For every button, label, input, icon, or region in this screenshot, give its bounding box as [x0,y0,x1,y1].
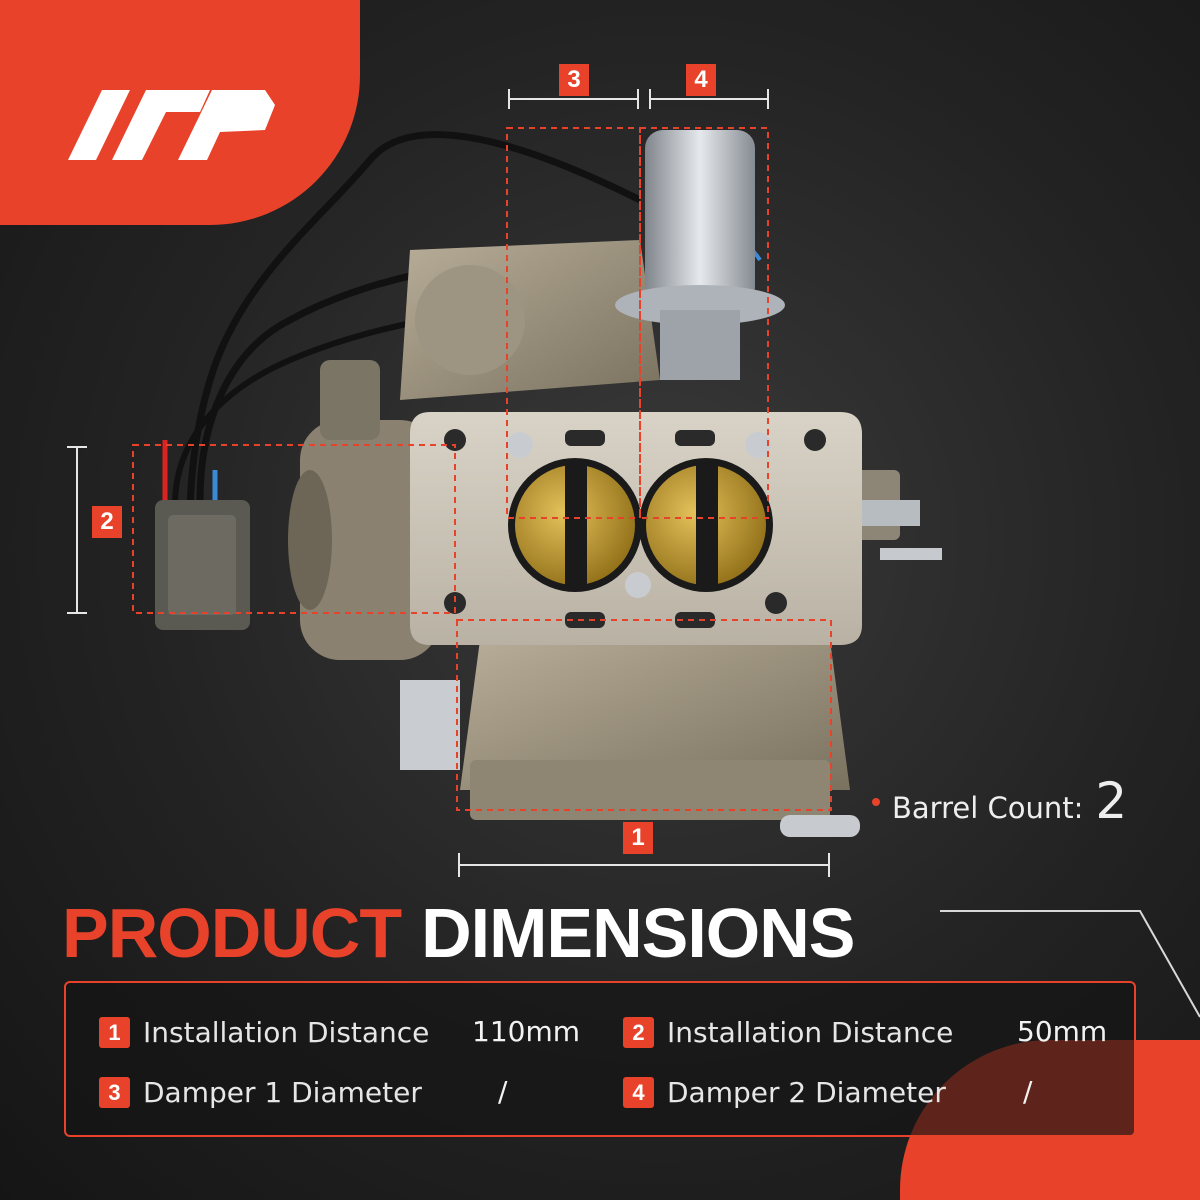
bullet-dot [872,798,880,806]
carburetor-illustration [67,89,942,877]
specs-panel: 1 Installation Distance 110mm 2 Installa… [64,981,1136,1137]
heading-dimensions: DIMENSIONS [421,894,855,972]
spec-label: Installation Distance [667,1015,954,1049]
spec-number-badge: 3 [99,1076,130,1108]
spec-number-badge: 2 [623,1016,654,1048]
spec-label: Damper 2 Diameter [667,1075,946,1109]
brand-corner-top-left [0,0,360,225]
dimension-tag-3: 3 [559,64,589,96]
spec-row-4: 4 Damper 2 Diameter [623,1072,946,1112]
spec-number-badge: 1 [99,1016,130,1048]
spec-value-3: / [498,1075,508,1108]
spec-value-1: 110mm [472,1015,580,1048]
brand-logo [68,90,275,160]
spec-label: Damper 1 Diameter [143,1075,422,1109]
spec-row-3: 3 Damper 1 Diameter [99,1072,422,1112]
barrel-count-value: 2 [1095,772,1128,830]
decorative-line [940,910,1200,1018]
heading-product: PRODUCT [62,894,402,972]
dimension-tag-2: 2 [92,506,122,538]
spec-number-badge: 4 [623,1076,654,1108]
spec-row-2: 2 Installation Distance [623,1012,953,1052]
spec-value-4: / [1023,1075,1033,1108]
dimension-tag-4: 4 [686,64,716,96]
spec-value-2: 50mm [1017,1015,1108,1048]
spec-row-1: 1 Installation Distance [99,1012,429,1052]
spec-label: Installation Distance [143,1015,430,1049]
barrel-count: Barrel Count: 2 [872,772,1127,832]
dimension-tag-1: 1 [623,822,653,854]
section-heading: PRODUCT DIMENSIONS [62,893,856,973]
barrel-count-label: Barrel Count: [892,791,1084,825]
